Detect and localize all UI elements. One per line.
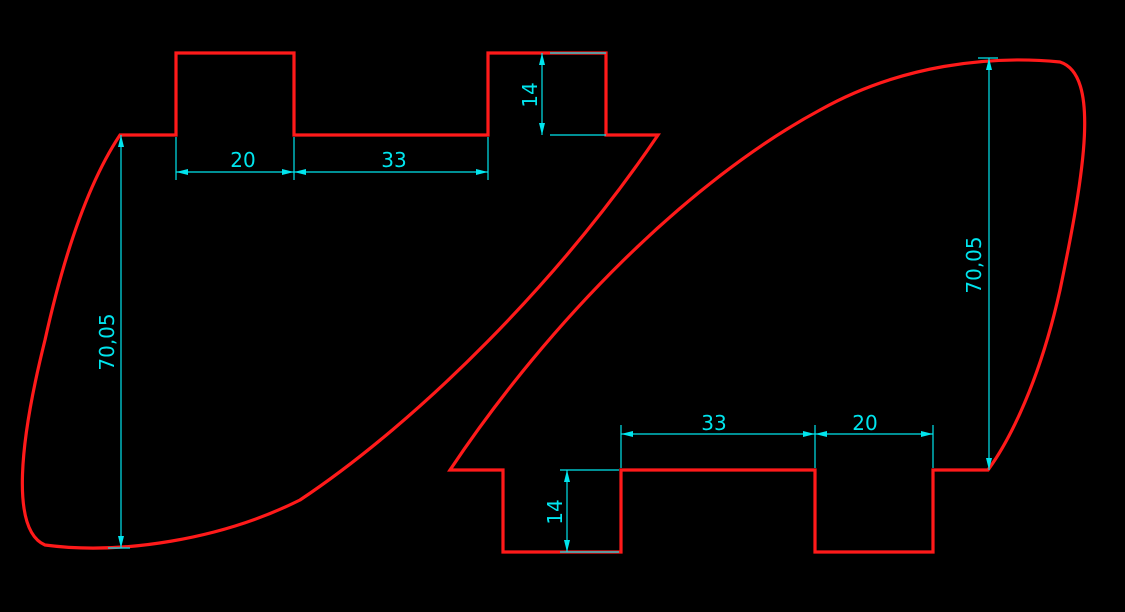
right-dim-70: 70,05 (962, 57, 998, 470)
right-dim-20-label: 20 (852, 411, 877, 435)
left-dim-33-label: 33 (381, 148, 406, 172)
left-dim-14-label: 14 (518, 82, 542, 107)
left-part-outline (20, 51, 662, 550)
right-dim-33-label: 33 (701, 411, 726, 435)
left-dim-14: 14 (518, 52, 606, 136)
right-dim-20: 20 (815, 411, 934, 468)
right-part-outline (447, 58, 1087, 554)
left-dim-20-label: 20 (230, 148, 255, 172)
left-dim-20: 20 (175, 137, 295, 180)
right-dim-70-label: 70,05 (962, 236, 986, 293)
left-dim-33: 33 (294, 137, 489, 180)
right-dim-14-label: 14 (543, 499, 567, 524)
left-dim-70: 70,05 (95, 135, 130, 549)
left-part: 20 33 14 70,05 (20, 51, 662, 550)
right-part: 33 20 14 70,05 (447, 57, 1087, 554)
right-dim-14: 14 (543, 469, 619, 553)
left-dim-70-label: 70,05 (95, 313, 119, 370)
right-dim-33: 33 (620, 411, 816, 468)
